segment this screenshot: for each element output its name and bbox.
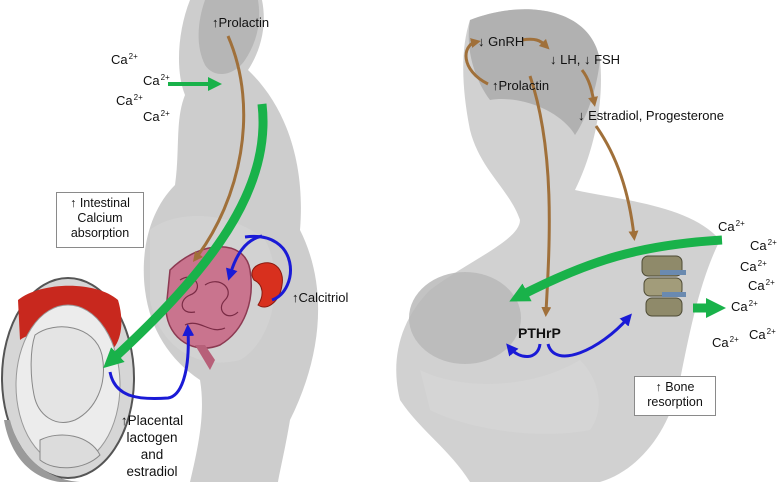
kidney <box>251 262 283 308</box>
placental-lactogen-label: ↑Placental lactogen and estradiol <box>112 412 192 480</box>
label-line: lactogen <box>126 430 178 445</box>
gnrh-label: ↓ GnRH <box>478 34 525 49</box>
breastfeeding-mother-figure <box>396 9 720 482</box>
box-line: Calcium <box>77 211 123 225</box>
prolactin-arrow-left <box>192 35 246 262</box>
lh-fsh-label: ↓ LH, ↓ FSH <box>550 52 621 67</box>
box-line: resorption <box>647 395 703 409</box>
label-line: and <box>140 447 164 462</box>
calcium-ion-label: Ca2+ <box>143 109 170 124</box>
prolactin-label-right: ↑Prolactin <box>492 78 550 93</box>
calcium-ion-label: Ca2+ <box>712 335 739 350</box>
calcitriol-label: ↑Calcitriol <box>292 290 349 305</box>
calcium-ion-label: Ca2+ <box>750 238 777 253</box>
calcium-to-infant-arrow <box>509 235 723 302</box>
estradiol-progesterone-label: ↓ Estradiol, Progesterone <box>578 108 724 123</box>
label-line: ↑Placental <box>120 413 184 428</box>
intestinal-absorption-box: ↑ Intestinal Calcium absorption <box>56 192 144 248</box>
box-line: absorption <box>70 226 130 240</box>
calcium-ion-label: Ca2+ <box>116 93 143 108</box>
placental-arrow <box>108 324 195 401</box>
bone-resorption-box: ↑ Bone resorption <box>634 376 716 416</box>
box-line: ↑ Bone <box>655 380 695 394</box>
calcium-ion-label: Ca2+ <box>143 73 170 88</box>
calcium-ion-label: Ca2+ <box>740 259 767 274</box>
calcium-ion-label: Ca2+ <box>748 278 775 293</box>
calcium-ion-label: Ca2+ <box>718 219 745 234</box>
label-line: estradiol <box>126 464 178 479</box>
box-line: ↑ Intestinal <box>70 196 130 210</box>
lh-to-estradiol-arrow <box>580 69 598 107</box>
gnrh-loop-arrow <box>464 38 489 86</box>
gnrh-to-lh-arrow <box>521 37 550 50</box>
prolactin-label-left: ↑Prolactin <box>212 15 270 30</box>
pthrp-label: PTHrP <box>518 325 561 341</box>
spine-vertebrae <box>641 255 686 317</box>
pthrp-to-bone-arrow <box>546 313 632 358</box>
estradiol-to-bone-arrow <box>594 125 639 241</box>
calcium-ion-label: Ca2+ <box>731 299 758 314</box>
calcium-ion-label: Ca2+ <box>749 327 776 342</box>
pthrp-to-infant-arrow <box>506 343 542 358</box>
calcium-ion-label: Ca2+ <box>111 52 138 67</box>
calcitriol-to-intestine-arrow <box>225 234 263 281</box>
calcium-to-fetus-arrow <box>103 103 268 369</box>
uterus-with-fetus <box>1 277 135 482</box>
